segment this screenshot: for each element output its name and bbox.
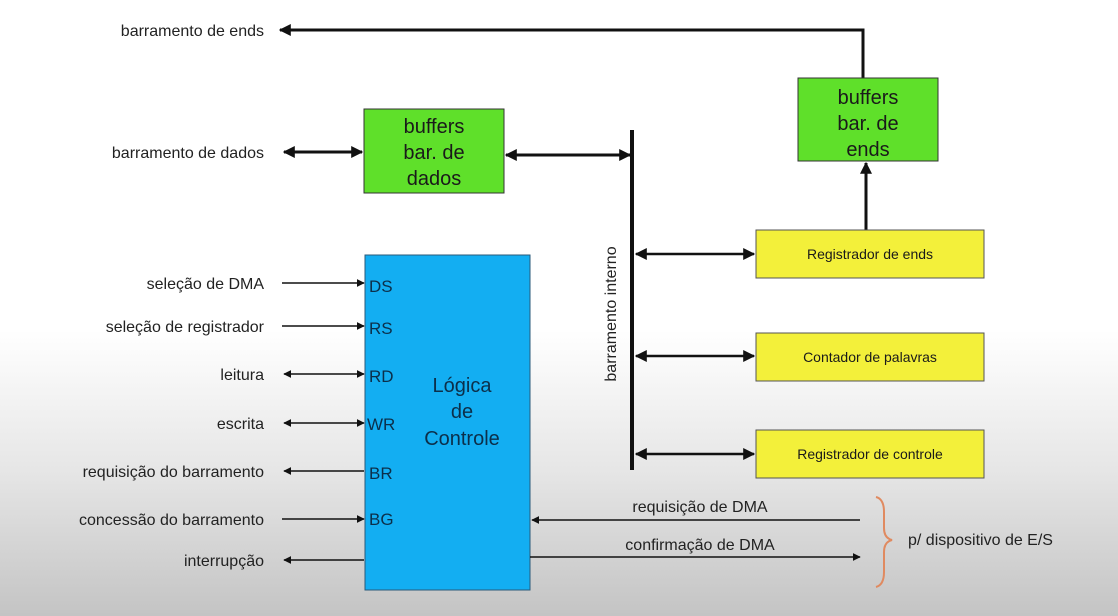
data-buffers-line2: bar. de	[403, 142, 464, 164]
control-logic-box	[364, 254, 531, 591]
control-register-label: Registrador de controle	[797, 446, 943, 462]
addr-buffers-line1: buffers	[838, 87, 899, 109]
dma-select-label: seleção de DMA	[147, 276, 265, 293]
interrupt-label: interrupção	[184, 553, 264, 570]
addr-register-box	[755, 229, 985, 279]
addr-buffers-box	[797, 77, 939, 162]
word-counter-box	[755, 332, 985, 382]
addr-buffers-line3: ends	[846, 139, 889, 161]
data-buffers-line3: dados	[407, 168, 462, 190]
data-bus-label: barramento de dados	[112, 145, 264, 162]
data-buffers-box	[363, 108, 505, 194]
control-logic-line2: de	[451, 401, 473, 423]
bus-grant-label: concessão do barramento	[79, 512, 264, 529]
data-buffers-line1: buffers	[404, 116, 465, 138]
control-logic-line3: Controle	[424, 428, 500, 450]
word-counter-label: Contador de palavras	[803, 349, 937, 365]
write-label: escrita	[217, 416, 264, 433]
pin-wr: WR	[367, 415, 395, 434]
dma-request-label: requisição de DMA	[632, 499, 768, 516]
io-device-label: p/ dispositivo de E/S	[908, 532, 1053, 549]
internal-bus-label: barramento interno	[603, 246, 620, 381]
addr-buffers-line2: bar. de	[837, 113, 898, 135]
pin-bg: BG	[369, 510, 394, 529]
control-register-box	[755, 429, 985, 479]
control-logic-line1: Lógica	[433, 375, 493, 397]
pin-br: BR	[369, 464, 393, 483]
read-label: leitura	[220, 367, 264, 384]
addr-bus-line	[278, 24, 865, 78]
addr-register-label: Registrador de ends	[807, 246, 933, 262]
reg-select-label: seleção de registrador	[106, 319, 265, 336]
io-brace	[875, 496, 893, 588]
dma-ack-label: confirmação de DMA	[625, 537, 775, 554]
addr-bus-label: barramento de ends	[121, 23, 264, 40]
pin-rd: RD	[369, 367, 394, 386]
pin-ds: DS	[369, 277, 393, 296]
pin-rs: RS	[369, 319, 393, 338]
bus-request-label: requisição do barramento	[83, 464, 265, 481]
